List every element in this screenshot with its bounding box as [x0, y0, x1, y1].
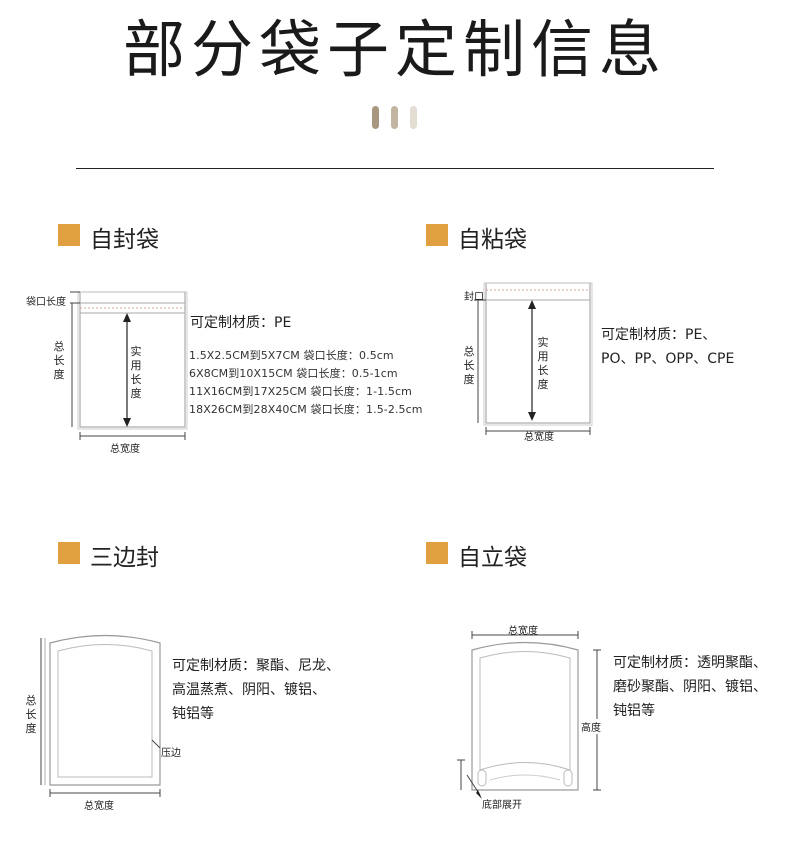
material-line: 可定制材质：PE、: [601, 327, 717, 343]
section-title: 自封袋: [90, 227, 159, 253]
material-text: 可定制材质：透明聚酯、 磨砂聚酯、阴阳、镀铝、 钝铝等: [613, 651, 767, 723]
material-text: 可定制材质：PE、 PO、PP、OPP、CPE: [601, 323, 734, 371]
mouth-length-label: 袋口长度: [26, 297, 66, 308]
section-title: 三边封: [90, 545, 159, 571]
section-title: 自立袋: [458, 545, 527, 571]
material-line: 磨砂聚酯、阴阳、镀铝、: [613, 679, 767, 695]
total-width-label: 总宽度: [110, 444, 140, 455]
seal-label: 封口: [464, 292, 484, 303]
dot-dark: [372, 106, 379, 129]
actual-length-label: 实用长度: [129, 345, 143, 401]
bottom-unfold-label: 底部展开: [482, 800, 522, 811]
material-line: PO、PP、OPP、CPE: [601, 351, 735, 367]
divider-line: [76, 168, 714, 169]
material-line: 钝铝等: [613, 703, 655, 719]
material-line: 可定制材质：透明聚酯、: [613, 655, 767, 671]
size-line: 6X8CM到10X15CM 袋口长度：0.5-1cm: [189, 367, 398, 380]
section-title: 自粘袋: [458, 227, 527, 253]
total-length-label: 总长度: [25, 694, 37, 735]
size-line: 11X16CM到17X25CM 袋口长度：1-1.5cm: [189, 385, 412, 398]
page-title: 部分袋子定制信息: [122, 13, 667, 86]
dot-light: [410, 106, 417, 129]
size-line: 18X26CM到28X40CM 袋口长度：1.5-2.5cm: [189, 403, 423, 416]
total-width-label: 总宽度: [84, 801, 114, 812]
material-text: 可定制材质：PE: [190, 315, 292, 331]
dot-mid: [391, 106, 398, 129]
total-width-label: 总宽度: [524, 432, 554, 443]
total-length-label: 总长度: [53, 340, 65, 381]
actual-length-label: 实用长度: [536, 336, 550, 392]
square-marker-icon: [58, 224, 80, 246]
square-marker-icon: [426, 224, 448, 246]
material-line: 高温蒸煮、阴阳、镀铝、: [172, 682, 326, 698]
pressed-edge-label: 压边: [161, 748, 181, 759]
material-line: 可定制材质：聚酯、尼龙、: [172, 658, 340, 674]
material-line: 钝铝等: [172, 706, 214, 722]
height-label: 高度: [581, 719, 601, 734]
square-marker-icon: [426, 542, 448, 564]
material-text: 可定制材质：聚酯、尼龙、 高温蒸煮、阴阳、镀铝、 钝铝等: [172, 654, 340, 726]
square-marker-icon: [58, 542, 80, 564]
size-line: 1.5X2.5CM到5X7CM 袋口长度：0.5cm: [189, 349, 394, 362]
total-length-label: 总长度: [463, 345, 475, 386]
total-width-label: 总宽度: [508, 626, 538, 637]
